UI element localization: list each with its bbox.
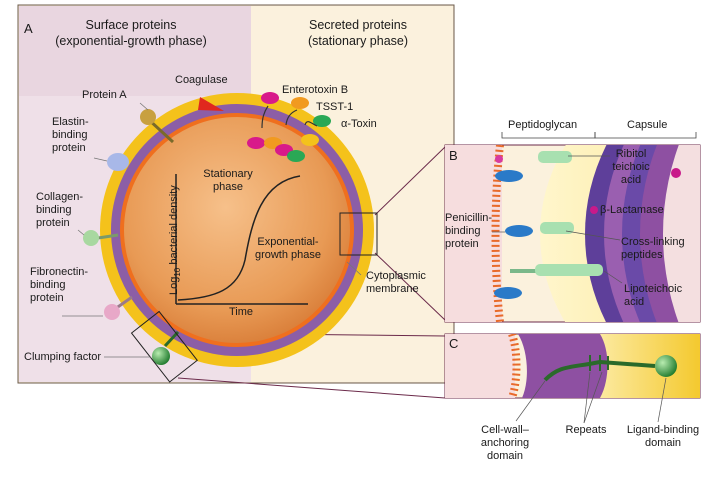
panel-c-wall (444, 333, 701, 399)
enterotoxin-b-label: Enterotoxin B (282, 84, 349, 96)
beta-lactamase-label: β-Lactamase (600, 204, 664, 216)
bacterial-cell (100, 93, 374, 367)
secreted-toxins (247, 92, 331, 162)
stationary-phase-label: Stationary phase (203, 168, 253, 193)
peptidoglycan-label: Peptidoglycan (508, 119, 578, 131)
surface-header-band (19, 6, 251, 96)
graph-y-axis-label: Log10 bacterial density (167, 185, 183, 295)
panel-label-a: A (24, 21, 33, 36)
tsst-1-label: TSST-1 (316, 101, 354, 113)
secreted-proteins-title: Secreted proteins (309, 18, 407, 32)
panel-label-c: C (449, 336, 459, 351)
zoom-box-c (130, 310, 198, 383)
coagulase-label: Coagulase (175, 74, 228, 86)
fibronectin-binding-protein-label: Fibronectin- binding protein (30, 266, 89, 304)
clumping-factor-label: Clumping factor (24, 351, 102, 363)
cross-linking-peptides-label: Cross-linking peptides (621, 236, 685, 261)
elastin-binding-protein-label: Elastin- binding protein (52, 116, 89, 154)
cell-wall-anchoring-domain-label: Cell-wall– anchoring domain (480, 424, 530, 462)
alpha-toxin-label: α-Toxin (341, 118, 377, 130)
surface-proteins-subtitle: (exponential-growth phase) (55, 34, 207, 48)
ligand-binding-domain-label: Ligand-binding domain (626, 424, 700, 449)
elastin-protein-shape (107, 153, 129, 171)
panel-b-brackets (501, 132, 697, 139)
collagen-binding-protein-label: Collagen- binding protein (36, 191, 84, 229)
penicillin-binding-protein-label: Penicillin- binding protein (445, 212, 493, 250)
lipoteichoic-acid-label: Lipoteichoic acid (624, 283, 683, 308)
surface-proteins-title: Surface proteins (85, 18, 177, 32)
collagen-protein-shape (83, 230, 119, 246)
secreted-proteins-subtitle: (stationary phase) (307, 34, 409, 48)
growth-curve (175, 174, 308, 305)
graph-x-axis-label: Time (229, 306, 254, 318)
ribitol-teichoic-acid-label: Ribitol teichoic acid (612, 148, 650, 186)
protein-a-label: Protein A (82, 89, 127, 101)
zoom-box-b (339, 212, 378, 256)
exponential-phase-label: Exponential- growth phase (254, 236, 322, 261)
repeats-label: Repeats (565, 424, 607, 436)
clumping-factor-shape (152, 330, 180, 365)
protein-a-shape (140, 109, 175, 144)
fibronectin-protein-shape (104, 295, 133, 320)
coagulase-shape (198, 97, 224, 111)
capsule-label: Capsule (627, 119, 668, 131)
panel-label-b: B (449, 148, 458, 163)
cytoplasmic-membrane-label: Cytoplasmic membrane (366, 270, 426, 295)
